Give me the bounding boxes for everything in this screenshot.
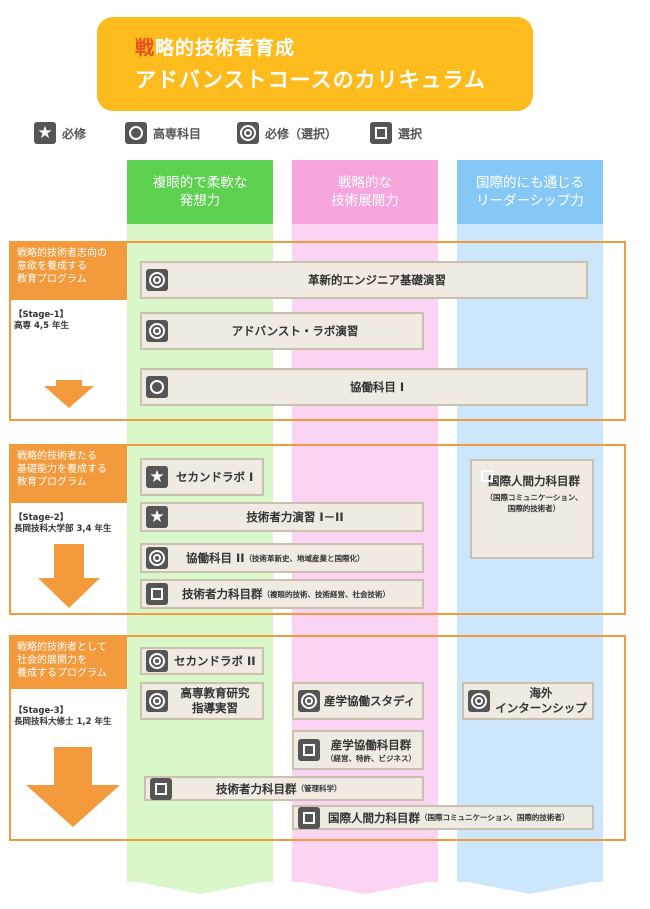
course-collaboration-1: 協働科目 I	[140, 368, 588, 406]
course-engineer-skill-group: 技術者力科目群 （複眼的技術、技術経営、社会技術）	[140, 579, 424, 609]
course-second-lab-1: ★ セカンドラボ I	[140, 458, 264, 496]
stage-2-label: 戦略的技術者たる 基礎能力を養成する 教育プログラム	[9, 444, 127, 503]
stage-1-arrow	[44, 380, 94, 408]
legend-item-kosen: 高専科目	[125, 121, 201, 145]
course-engineer-skill-practice: ★ 技術者力演習 I－II	[140, 502, 424, 532]
star-icon: ★	[34, 122, 56, 144]
square-icon	[146, 583, 168, 605]
course-second-lab-2: セカンドラボ II	[140, 647, 264, 675]
course-label: 国際人間力科目群	[488, 474, 580, 488]
legend-item-elective: 選択	[370, 121, 422, 145]
double-circle-icon	[146, 269, 168, 291]
column-header: 戦略的な 技術展開力	[292, 160, 438, 224]
course-label: アドバンスト・ラボ演習	[231, 324, 359, 338]
square-icon	[370, 122, 392, 144]
course-label: 技術者力科目群	[182, 587, 263, 601]
stage-3-title: 【Stage-3】	[14, 706, 69, 716]
course-innovative-engineer-basics: 革新的エンジニア基礎演習	[140, 261, 588, 299]
double-circle-icon	[146, 547, 168, 569]
course-collaboration-2: 協働科目 II （技術革新史、地域産業と国際化）	[140, 543, 424, 573]
star-icon: ★	[146, 466, 168, 488]
course-label: 協働科目 I	[349, 380, 405, 394]
stage-1-title: 【Stage-1】	[14, 310, 69, 320]
course-advanced-lab-practice: アドバンスト・ラボ演習	[140, 312, 424, 350]
stage-2-arrow	[38, 544, 100, 609]
stage-2-panel	[9, 444, 626, 615]
course-label: 産学協働科目群	[330, 737, 412, 752]
double-circle-icon	[146, 320, 168, 342]
course-label: セカンドラボ II	[174, 654, 256, 668]
double-circle-icon	[237, 122, 259, 144]
column-arrow-tail	[457, 880, 603, 894]
double-circle-icon	[298, 690, 320, 712]
circle-icon	[125, 122, 147, 144]
stage-1-panel	[9, 241, 626, 421]
course-industry-academia-study: 産学協働スタディ	[292, 682, 424, 720]
square-icon	[150, 777, 172, 800]
course-label: 協働科目 II	[186, 551, 245, 565]
column-arrow-tail	[127, 880, 273, 894]
course-sub: （管理科学）	[296, 784, 342, 793]
course-global-human-skill-group-2: 国際人間力科目群 （国際コミュニケーション、国際的技術者）	[292, 805, 594, 830]
title-line-1: 戦略的技術者育成	[135, 33, 533, 63]
column-header: 複眼的で柔軟な 発想力	[127, 160, 273, 224]
double-circle-icon	[468, 690, 490, 712]
legend-label: 選択	[398, 126, 423, 141]
stage-3-years: 長岡技科大修士 1,2 年生	[14, 717, 112, 727]
legend-item-required-elective: 必修（選択）	[237, 121, 337, 145]
title-banner: 戦略的技術者育成 アドバンストコースのカリキュラム	[97, 17, 533, 111]
course-label: 革新的エンジニア基礎演習	[308, 273, 446, 287]
stage-1-label: 戦略的技術者志向の 意欲を養成する 教育プログラム	[9, 241, 127, 300]
legend-label: 必修	[62, 126, 87, 141]
stage-3-label: 戦略的技術者として 社会的展開力を 養成するプログラム	[9, 635, 127, 689]
stage-1-note: 【Stage-1】 高専 4,5 年生	[14, 310, 69, 332]
star-icon: ★	[146, 506, 168, 528]
course-label: セカンドラボ I	[176, 470, 254, 484]
course-sub: （国際コミュニケーション、国際的技術者）	[420, 813, 570, 822]
course-engineer-skill-group-mgmt: 技術者力科目群 （管理科学）	[144, 776, 424, 801]
legend-item-required: ★ 必修	[34, 121, 86, 145]
course-label: 産学協働スタディ	[324, 694, 416, 708]
double-circle-icon	[146, 650, 168, 672]
circle-icon	[146, 376, 168, 398]
title-line-2: アドバンストコースのカリキュラム	[135, 68, 486, 92]
course-industry-academia-group: 産学協働科目群 （経営、特許、ビジネス）	[292, 730, 424, 770]
column-arrow-tail	[292, 880, 438, 894]
course-label: 技術者力演習 I－II	[246, 510, 344, 524]
column-header: 国際的にも通じる リーダーシップ力	[457, 160, 603, 224]
square-icon	[298, 806, 320, 829]
stage-3-panel	[9, 635, 626, 841]
course-global-human-skill-group: 国際人間力科目群 （国際コミュニケーション、 国際的技術者）	[470, 459, 594, 559]
double-circle-icon	[146, 690, 168, 712]
course-sub: （技術革新史、地域産業と国際化）	[244, 553, 365, 563]
course-sub: （国際コミュニケーション、 国際的技術者）	[485, 493, 583, 513]
title-accent: 戦	[135, 37, 156, 59]
legend-label: 高専科目	[153, 126, 202, 141]
course-kosen-teaching-practice: 高専教育研究 指導実習	[140, 682, 264, 720]
stage-3-arrow	[26, 747, 120, 829]
square-icon	[298, 739, 320, 761]
course-label: 技術者力科目群	[216, 781, 297, 796]
stage-3-note: 【Stage-3】 長岡技科大修士 1,2 年生	[14, 706, 111, 728]
course-sub: （複眼的技術、技術経営、社会技術）	[262, 589, 391, 599]
stage-2-years: 長岡技科大学部 3,4 年生	[14, 524, 112, 534]
legend-label: 必修（選択）	[265, 126, 338, 141]
stage-2-title: 【Stage-2】	[14, 513, 69, 523]
course-overseas-internship: 海外 インターンシップ	[462, 682, 594, 720]
course-label: 高専教育研究 指導実習	[180, 686, 250, 715]
course-sub: （経営、特許、ビジネス）	[326, 753, 416, 763]
course-label: 国際人間力科目群	[328, 810, 420, 825]
title-line-1-text: 略的技術者育成	[155, 37, 296, 59]
stage-2-note: 【Stage-2】 長岡技科大学部 3,4 年生	[14, 513, 111, 535]
stage-1-years: 高専 4,5 年生	[14, 321, 69, 331]
course-label: 海外 インターンシップ	[495, 686, 587, 715]
